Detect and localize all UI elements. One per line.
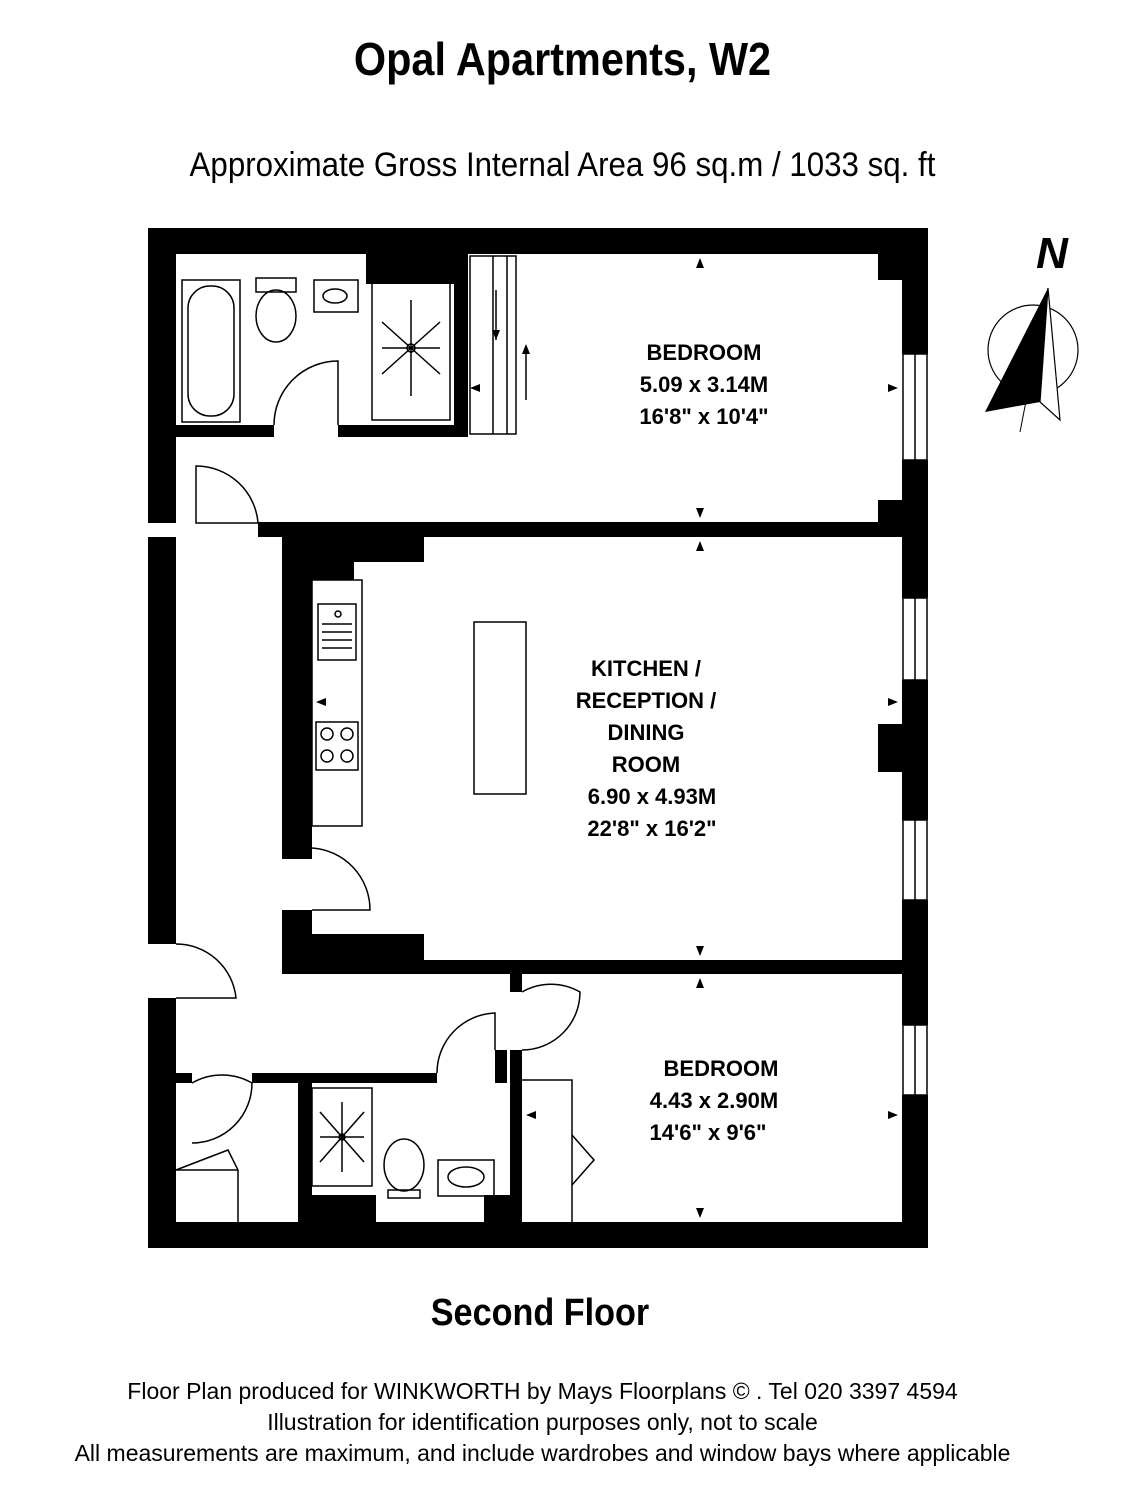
compass-icon <box>985 287 1079 433</box>
footer-credit: Floor Plan produced for WINKWORTH by May… <box>127 1378 958 1404</box>
room-size-imperial: 16'8" x 10'4" <box>639 404 768 429</box>
plan-title: Opal Apartments, W2 <box>353 33 772 85</box>
floor-level-label: Second Floor <box>430 1292 650 1334</box>
room-bedroom-1: BEDROOM 5.09 x 3.14M 16'8" x 10'4" <box>639 340 768 429</box>
room-name: BEDROOM <box>664 1056 779 1081</box>
outer-walls <box>148 228 928 1248</box>
room-bedroom-2: BEDROOM 4.43 x 2.90M 14'6" x 9'6" <box>650 1056 779 1145</box>
room-name: BEDROOM <box>647 340 762 365</box>
windows <box>902 353 928 1096</box>
dimension-arrows <box>316 258 898 1218</box>
footer-disclaimer: Illustration for identification purposes… <box>267 1409 818 1435</box>
footer-measurement-note: All measurements are maximum, and includ… <box>74 1440 1011 1466</box>
room-size-imperial: 14'6" x 9'6" <box>650 1120 767 1145</box>
room-size-imperial: 22'8" x 16'2" <box>587 816 716 841</box>
room-size-metric: 6.90 x 4.93M <box>588 784 716 809</box>
kitchen-units <box>311 579 527 827</box>
doors <box>175 255 595 1222</box>
compass-north-label: N <box>1036 229 1069 278</box>
room-kitchen-reception-dining: KITCHEN / RECEPTION / DINING ROOM 6.90 x… <box>576 656 717 841</box>
internal-walls <box>176 254 904 1222</box>
bathroom-fixtures <box>181 277 496 1199</box>
room-name-line: RECEPTION / <box>576 688 717 713</box>
room-name-line: KITCHEN / <box>591 656 701 681</box>
room-size-metric: 5.09 x 3.14M <box>640 372 768 397</box>
room-name-line: DINING <box>608 720 685 745</box>
room-name-line: ROOM <box>612 752 680 777</box>
gross-internal-area: Approximate Gross Internal Area 96 sq.m … <box>189 146 936 184</box>
room-size-metric: 4.43 x 2.90M <box>650 1088 778 1113</box>
